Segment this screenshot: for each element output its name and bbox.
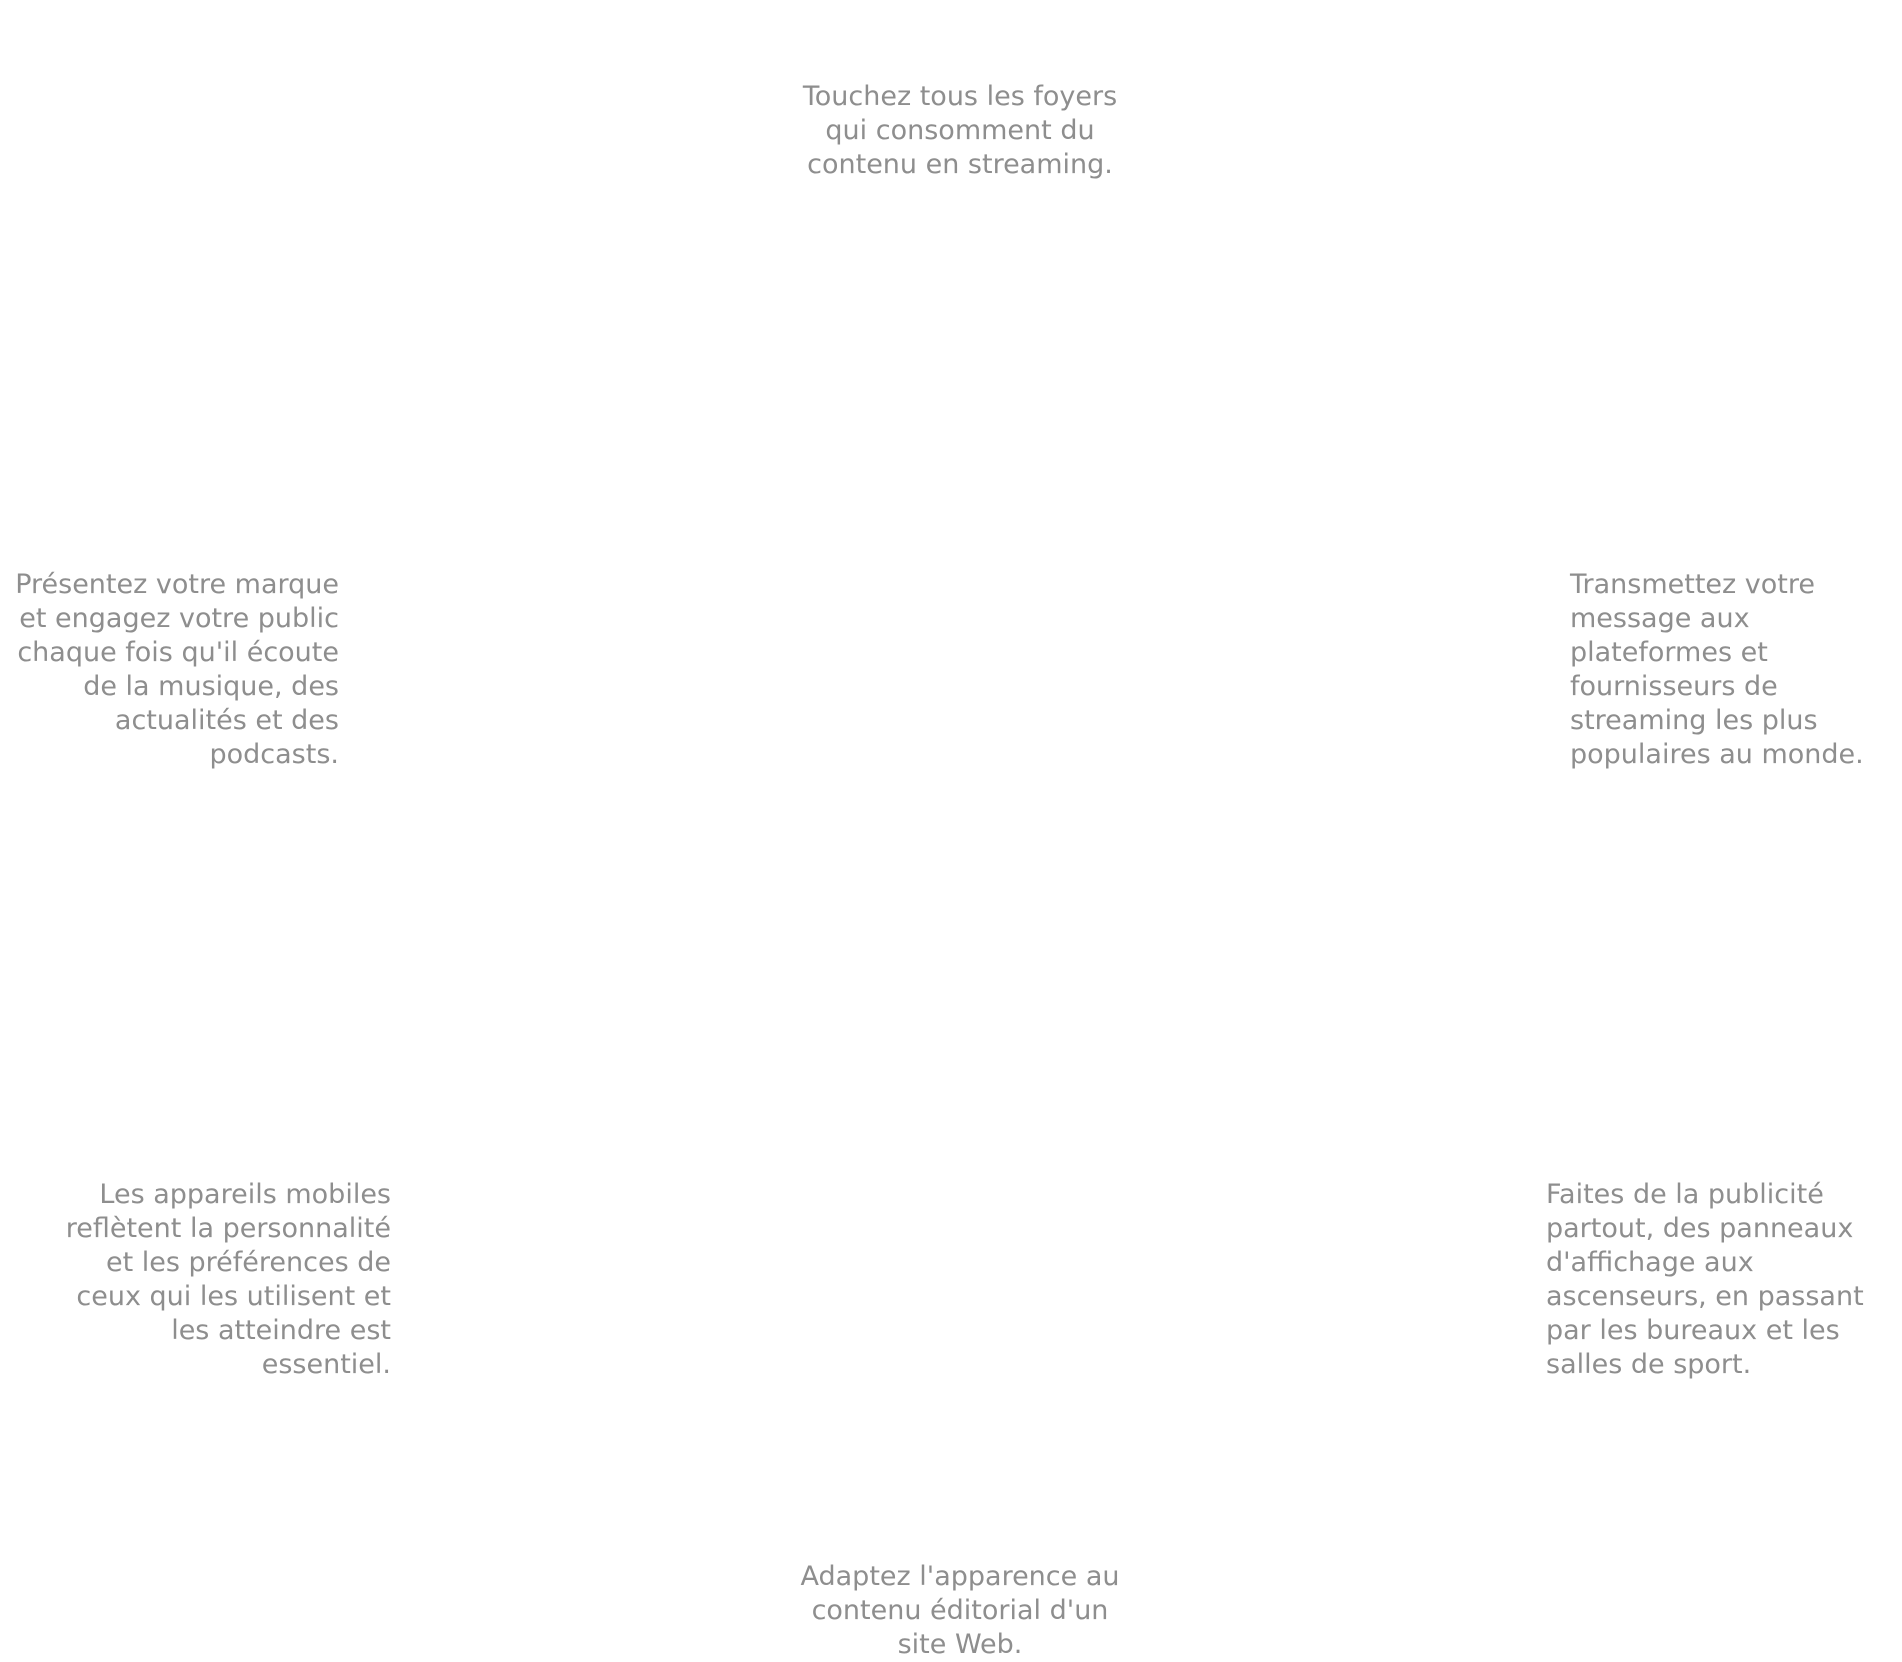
caption-streaming-households: Touchez tous les foyers qui consomment d… [780,80,1140,182]
caption-line: partout, des panneaux [1546,1213,1854,1244]
caption-line: message aux [1570,603,1750,634]
caption-line: par les bureaux et les [1546,1315,1840,1346]
caption-line: site Web. [897,1629,1023,1660]
caption-line: chaque fois qu'il écoute [17,637,339,668]
caption-streaming-platforms: Transmettez votre message aux plateforme… [1570,568,1900,772]
caption-line: qui consomment du [825,115,1095,146]
caption-line: Les appareils mobiles [99,1179,391,1210]
caption-editorial-web: Adaptez l'apparence au contenu éditorial… [780,1560,1140,1662]
caption-line: et engagez votre public [19,603,339,634]
caption-line: Transmettez votre [1570,569,1816,600]
caption-line: Présentez votre marque [15,569,339,600]
caption-line: contenu en streaming. [807,149,1113,180]
caption-line: plateformes et [1570,637,1768,668]
caption-audio-brand: Présentez votre marque et engagez votre … [0,568,339,772]
caption-line: actualités et des [114,705,339,736]
caption-line: et les préférences de [105,1247,391,1278]
caption-line: contenu éditorial d'un [811,1595,1109,1626]
caption-line: Touchez tous les foyers [802,81,1118,112]
caption-line: salles de sport. [1546,1349,1752,1380]
caption-line: populaires au monde. [1570,739,1864,770]
caption-line: les atteindre est [171,1315,391,1346]
caption-line: Faites de la publicité [1546,1179,1824,1210]
caption-line: de la musique, des [83,671,339,702]
caption-out-of-home: Faites de la publicité partout, des pann… [1546,1178,1901,1382]
caption-line: Adaptez l'apparence au [800,1561,1120,1592]
caption-line: ascenseurs, en passant [1546,1281,1864,1312]
caption-line: d'affichage aux [1546,1247,1754,1278]
caption-line: ceux qui les utilisent et [76,1281,391,1312]
caption-line: reflètent la personnalité [65,1213,391,1244]
caption-mobile-devices: Les appareils mobiles reflètent la perso… [30,1178,391,1382]
caption-line: essentiel. [261,1349,391,1380]
caption-line: streaming les plus [1570,705,1818,736]
caption-line: podcasts. [209,739,340,770]
caption-line: fournisseurs de [1570,671,1778,702]
